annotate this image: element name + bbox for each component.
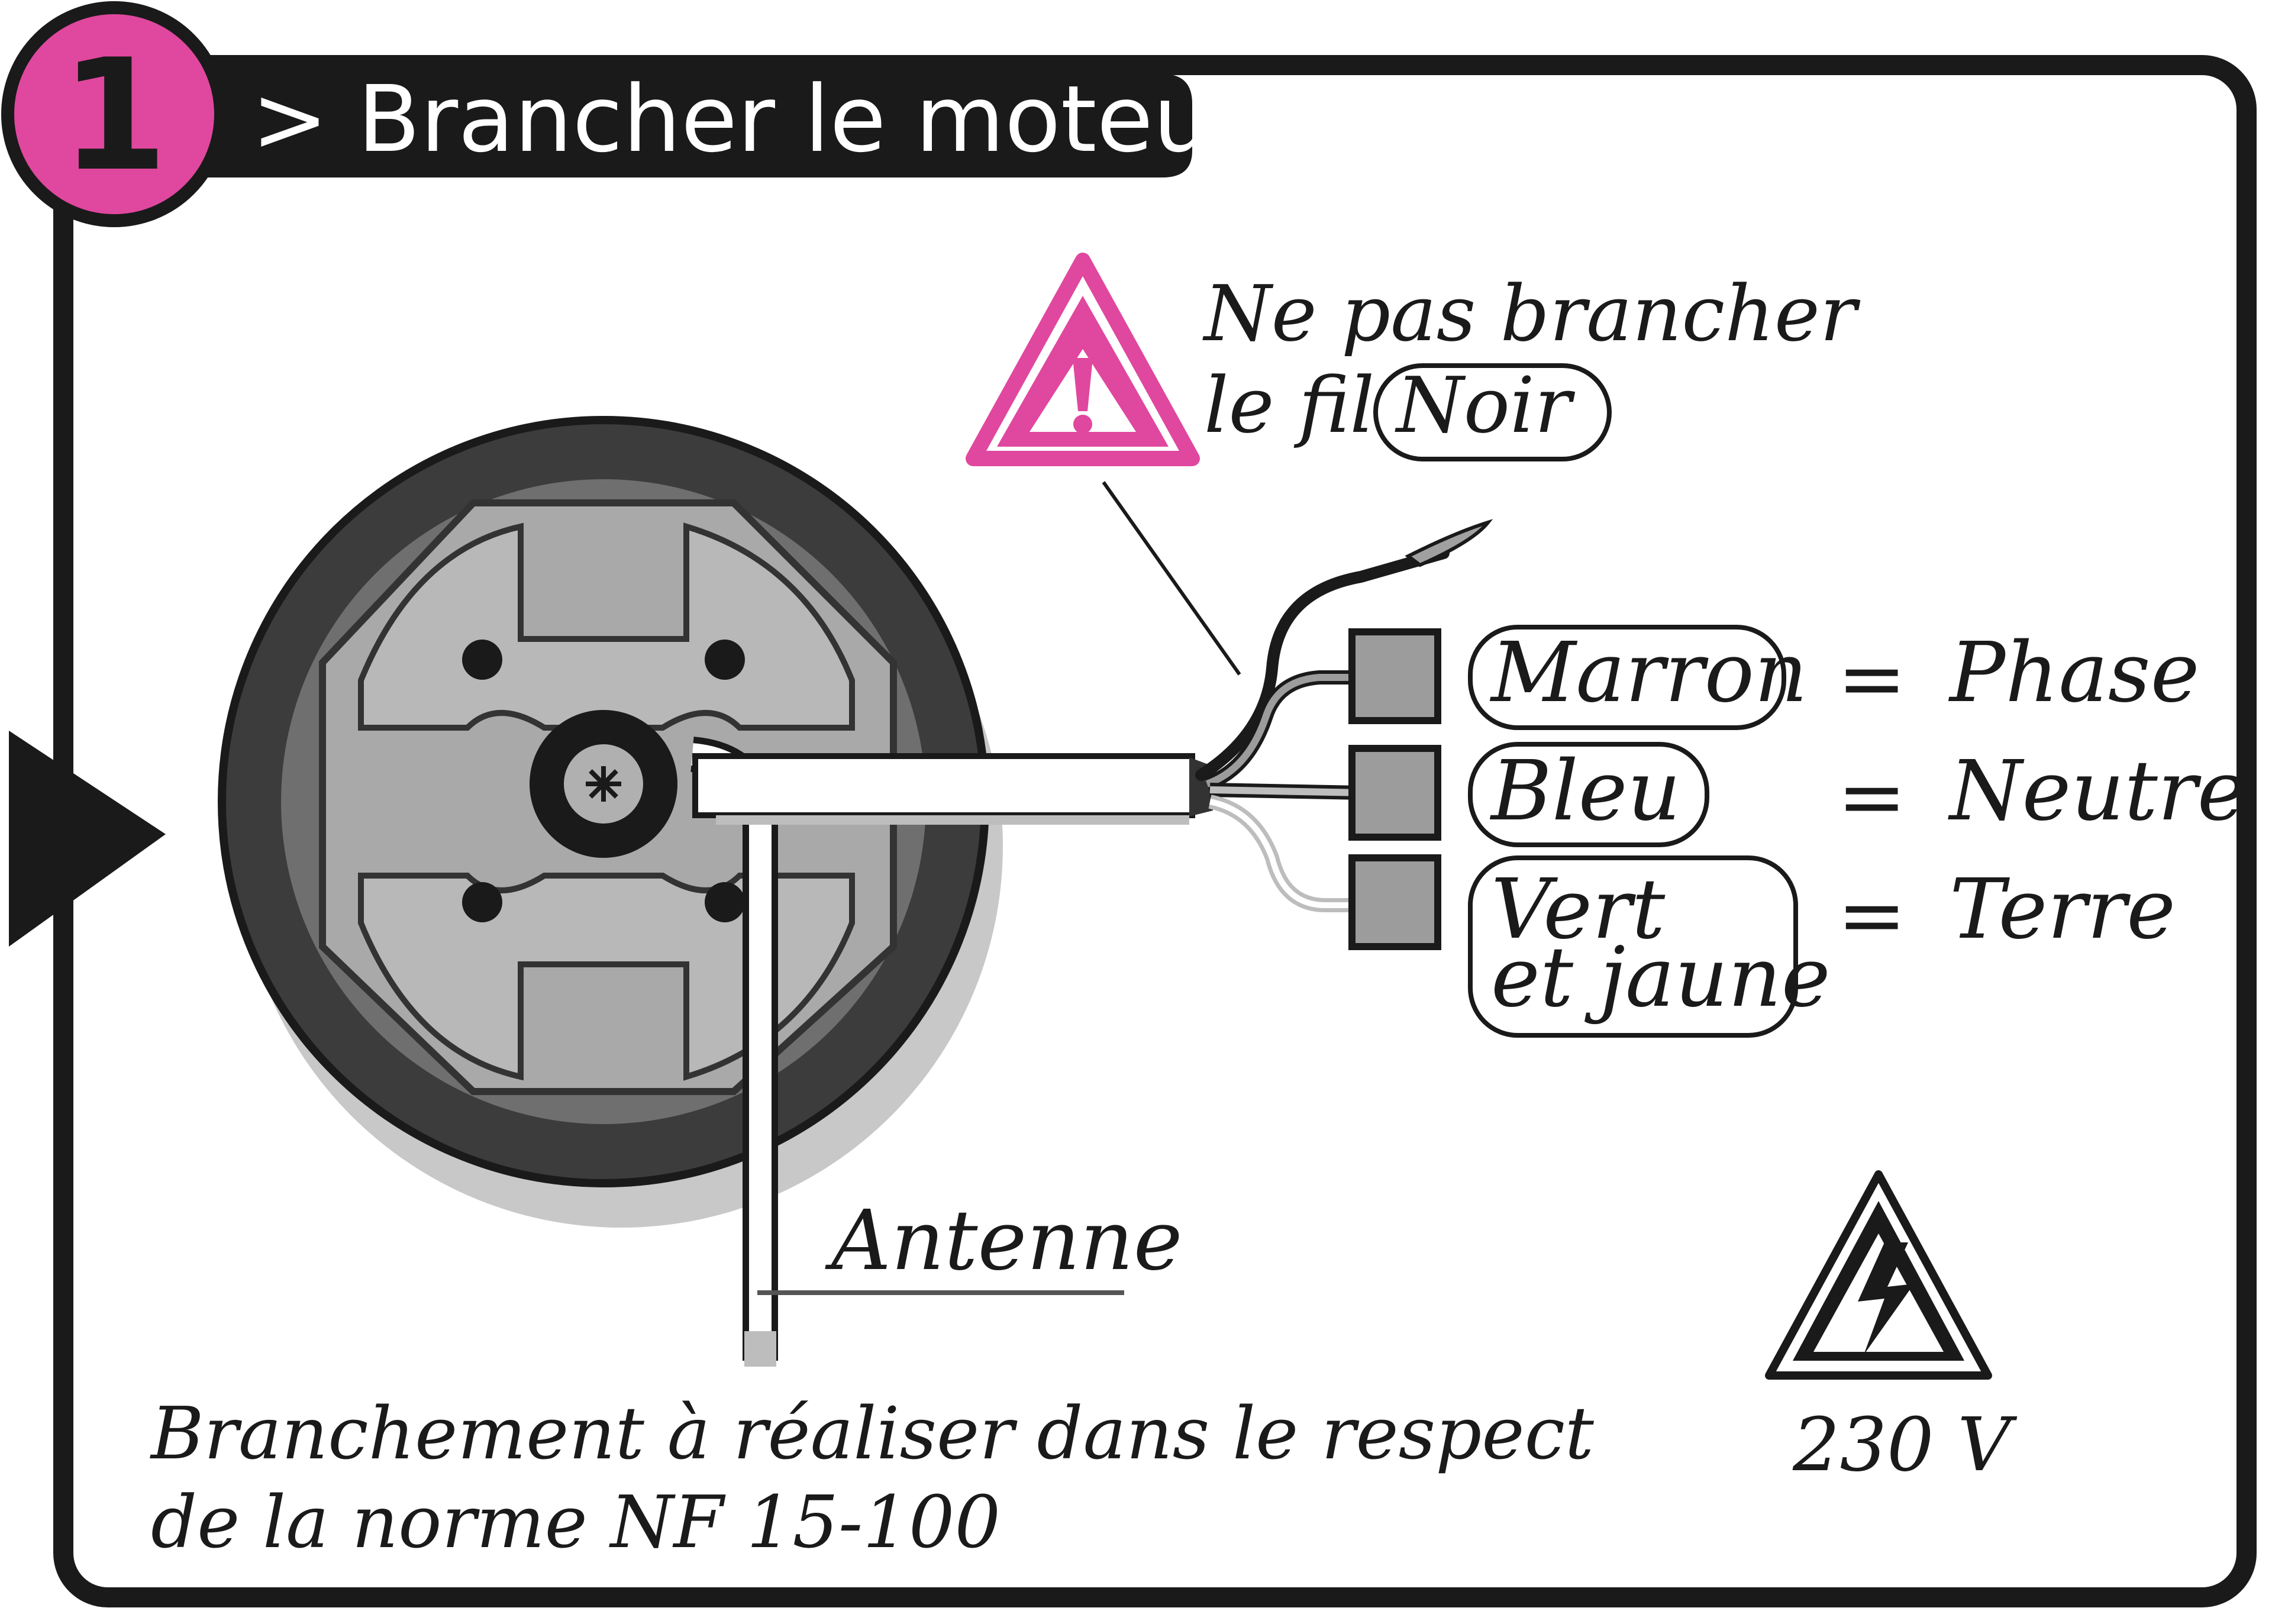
wire-meaning-neutre: Neutre: [1948, 743, 2247, 840]
warning-line-2: le fil: [1204, 360, 1374, 450]
mounting-hole: [462, 640, 502, 680]
wire-label-box-bleu: [1468, 742, 1709, 847]
wire-meaning-phase: Phase: [1948, 625, 2200, 721]
mounting-hole: [705, 640, 745, 680]
mounting-hole: [705, 882, 745, 922]
warning-triangle-icon: [966, 253, 1200, 466]
wire-label-box-marron: [1468, 625, 1786, 730]
noir-label-box: [1373, 363, 1612, 461]
equals-sign: =: [1837, 749, 1906, 845]
equals-sign: =: [1837, 867, 1906, 964]
warning-line-1: Ne pas brancher: [1202, 269, 1861, 359]
title-text: > Brancher le moteur: [251, 66, 1249, 173]
wire-label-jaune: et jaune: [1491, 929, 1831, 1026]
black-wire-tip: [1405, 519, 1493, 567]
voltage-label: 230 V: [1792, 1402, 2017, 1488]
wire-label-bleu: Bleu: [1489, 743, 1681, 840]
noir-label: Noir: [1395, 360, 1576, 450]
antenna-label: Antenne: [825, 1193, 1183, 1289]
high-voltage-icon: [1765, 1170, 1992, 1380]
pointer-arrow-icon: [9, 731, 166, 947]
step-number-badge: [1, 1, 227, 227]
wire-meaning-terre: Terre: [1950, 861, 2176, 958]
wire-label-vert: Vert: [1491, 861, 1666, 958]
black-wire: [1195, 547, 1450, 781]
wire-label-marron: Marron: [1489, 625, 1808, 721]
wire-label-box-vert-jaune: [1468, 855, 1798, 1038]
motor-cable: [692, 753, 1213, 825]
warning-leader-line: [1102, 481, 1241, 676]
terminal-block: [1348, 628, 1441, 724]
title-bar: [118, 74, 1192, 177]
equals-sign: =: [1837, 631, 1906, 727]
note-line-2: de la norme NF 15-100: [151, 1480, 1001, 1564]
note-line-1: Branchement à réaliser dans le respect: [150, 1391, 1595, 1476]
mounting-hole: [462, 882, 502, 922]
terminal-block: [1348, 854, 1441, 950]
step-number: 1: [61, 27, 168, 205]
terminal-block: [1348, 745, 1441, 841]
screw-icon: [586, 766, 621, 802]
